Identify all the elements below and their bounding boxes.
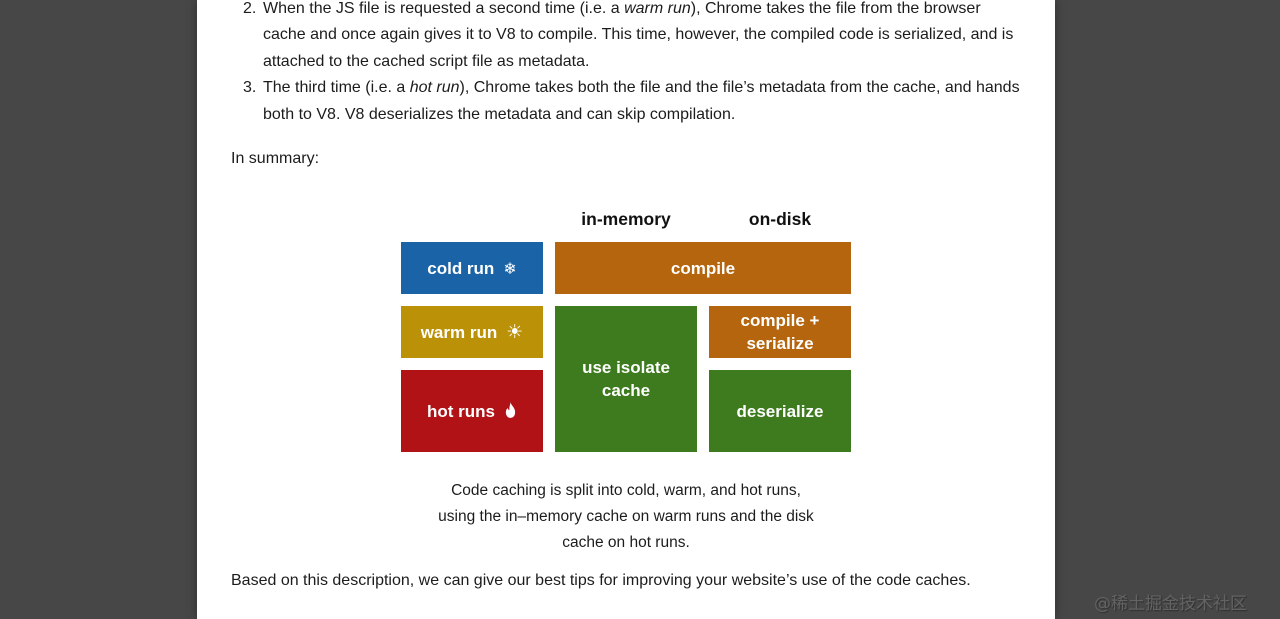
header-in-memory: in-memory xyxy=(581,209,671,230)
list-number: 2. xyxy=(243,0,257,17)
box-compile: compile xyxy=(555,242,851,295)
box-compile-serialize: compile + serialize xyxy=(709,306,851,359)
numbered-list: 2. When the JS file is requested a secon… xyxy=(243,0,1021,128)
box-deserialize: deserialize xyxy=(709,370,851,453)
list-item-text: When the JS file is requested a second t… xyxy=(263,0,1014,70)
code-caching-figure: in-memory on-disk cold run ❄ compile warm… xyxy=(401,206,851,556)
box-label: cold run xyxy=(427,258,495,278)
box-use-isolate-cache: use isolate cache xyxy=(555,306,697,453)
box-label: use isolate cache xyxy=(582,358,670,401)
header-on-disk: on-disk xyxy=(748,209,812,230)
box-warm-run: warm run ☀ xyxy=(401,306,543,359)
italic-term: hot run xyxy=(409,79,460,97)
snowflake-icon: ❄ xyxy=(503,258,517,278)
in-summary-text: In summary: xyxy=(231,150,320,168)
figure-caption: Code caching is split into cold, warm, a… xyxy=(438,482,814,552)
sun-icon: ☀ xyxy=(506,320,524,343)
box-label: deserialize xyxy=(736,401,824,421)
list-item-3: 3. The third time (i.e. a hot run), Chro… xyxy=(243,75,1021,128)
list-item-text: The third time (i.e. a hot run), Chrome … xyxy=(263,79,1020,123)
list-item-2: 2. When the JS file is requested a secon… xyxy=(243,0,1021,75)
box-hot-runs: hot runs xyxy=(401,370,543,453)
box-label: compile + serialize xyxy=(740,311,820,354)
box-label: warm run xyxy=(420,322,498,342)
box-cold-run: cold run ❄ xyxy=(401,242,543,295)
box-label: hot runs xyxy=(427,401,495,421)
closing-paragraph: Based on this description, we can give o… xyxy=(231,572,971,590)
figure-grid: cold run ❄ compile warm run ☀ use isolate … xyxy=(401,242,851,453)
box-label: compile xyxy=(670,258,736,278)
figure-column-headers: in-memory on-disk xyxy=(555,206,851,232)
flame-icon xyxy=(505,402,516,418)
list-number: 3. xyxy=(243,79,257,97)
article-page: 2. When the JS file is requested a secon… xyxy=(197,0,1055,619)
italic-term: warm run xyxy=(624,0,691,17)
watermark-text: @稀土掘金技术社区 xyxy=(1094,594,1247,614)
